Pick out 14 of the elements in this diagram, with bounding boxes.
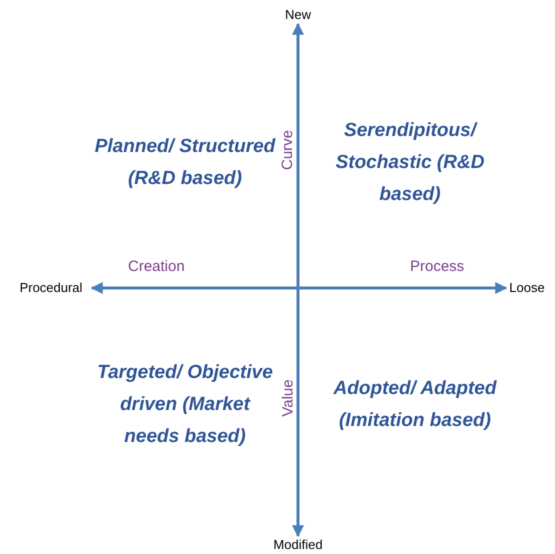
axis-arrow	[292, 22, 304, 538]
axis-label: Value	[280, 379, 298, 417]
axis-end-label: Procedural	[20, 280, 82, 296]
axis-label: Curve	[279, 130, 297, 170]
axis-end-label: New	[284, 7, 311, 23]
axis-arrow	[90, 282, 508, 294]
quadrant-label: Targeted/ Objective driven (Market needs based)	[96, 361, 274, 449]
axis-label: Creation	[128, 258, 185, 276]
axis-end-label: Modified	[273, 537, 323, 553]
quadrant-label: Planned/ Structured (R&D based)	[94, 135, 276, 191]
axis-end-label: Loose	[509, 280, 545, 296]
quadrant-label: Serendipitous/ Stochastic (R&D based)	[334, 119, 486, 207]
axis-label: Process	[410, 258, 464, 276]
quadrant-label: Adopted/ Adapted (Imitation based)	[332, 377, 498, 433]
